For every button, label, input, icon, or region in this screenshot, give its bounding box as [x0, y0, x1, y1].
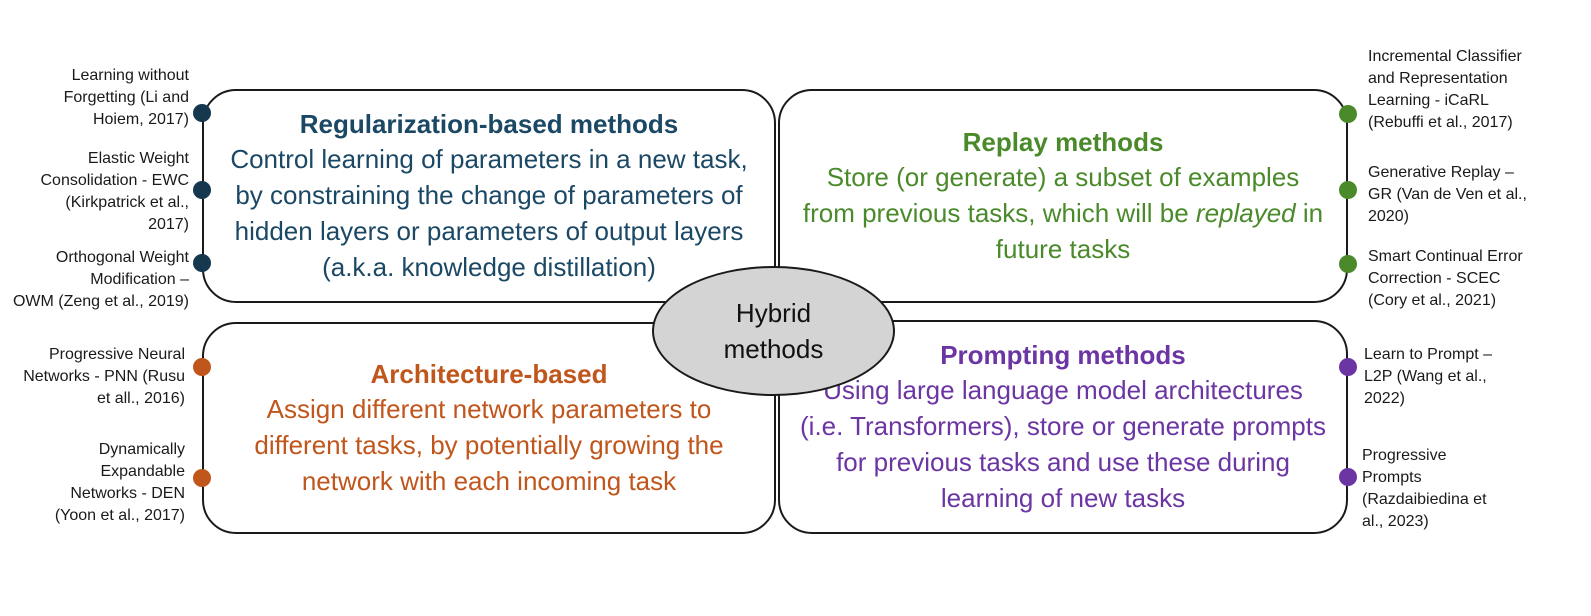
ref-progressive-prompts: Progressive Prompts (Razdaibiedina et al…	[1362, 447, 1487, 530]
ref-scec: Smart Continual Error Correction - SCEC …	[1368, 248, 1523, 309]
replay-dot-2	[1339, 181, 1357, 199]
architecture-dot-2	[193, 469, 211, 487]
replay-description-end: in future tasks	[995, 198, 1324, 264]
ref-icarl: Incremental Classifier and Representatio…	[1368, 48, 1522, 131]
regularization-dot-3	[193, 254, 211, 272]
regularization-dot-1	[193, 104, 211, 122]
replay-dot-3	[1339, 255, 1357, 273]
prompting-dot-2	[1339, 468, 1357, 486]
replay-description: Store (or generate) a subset of examples…	[780, 159, 1346, 267]
ref-lwf: Learning without Forgetting (Li and Hoie…	[63, 67, 189, 128]
replay-dot-1	[1339, 105, 1357, 123]
replay-box: Replay methods Store (or generate) a sub…	[778, 89, 1348, 303]
ref-pnn: Progressive Neural Networks - PNN (Rusu …	[23, 346, 185, 407]
regularization-description: Control learning of parameters in a new …	[230, 144, 748, 282]
replay-description-start: Store (or generate) a subset of examples…	[802, 162, 1300, 228]
replay-title: Replay methods	[962, 127, 1164, 157]
replay-description-emphasis: replayed	[1195, 198, 1296, 228]
hybrid-methods-ellipse: Hybrid methods	[652, 266, 895, 396]
regularization-title: Regularization-based methods	[299, 109, 679, 139]
ref-gr: Generative Replay – GR (Van de Ven et al…	[1368, 164, 1527, 225]
ref-ewc: Elastic Weight Consolidation - EWC (Kirk…	[40, 150, 190, 233]
architecture-dot-1	[193, 358, 211, 376]
ref-l2p: Learn to Prompt – L2P (Wang et al., 2022…	[1364, 346, 1493, 407]
regularization-dot-2	[193, 181, 211, 199]
regularization-box: Regularization-based methods Control lea…	[202, 89, 776, 303]
prompting-description: Using large language model architectures…	[800, 375, 1326, 513]
ref-owm: Orthogonal Weight Modification – OWM (Ze…	[12, 249, 189, 310]
architecture-description: Assign different network parameters to d…	[254, 394, 724, 496]
architecture-title: Architecture-based	[370, 359, 608, 389]
ref-den: Dynamically Expandable Networks - DEN (Y…	[54, 441, 185, 524]
prompting-title: Prompting methods	[940, 340, 1186, 370]
prompting-dot-1	[1339, 358, 1357, 376]
